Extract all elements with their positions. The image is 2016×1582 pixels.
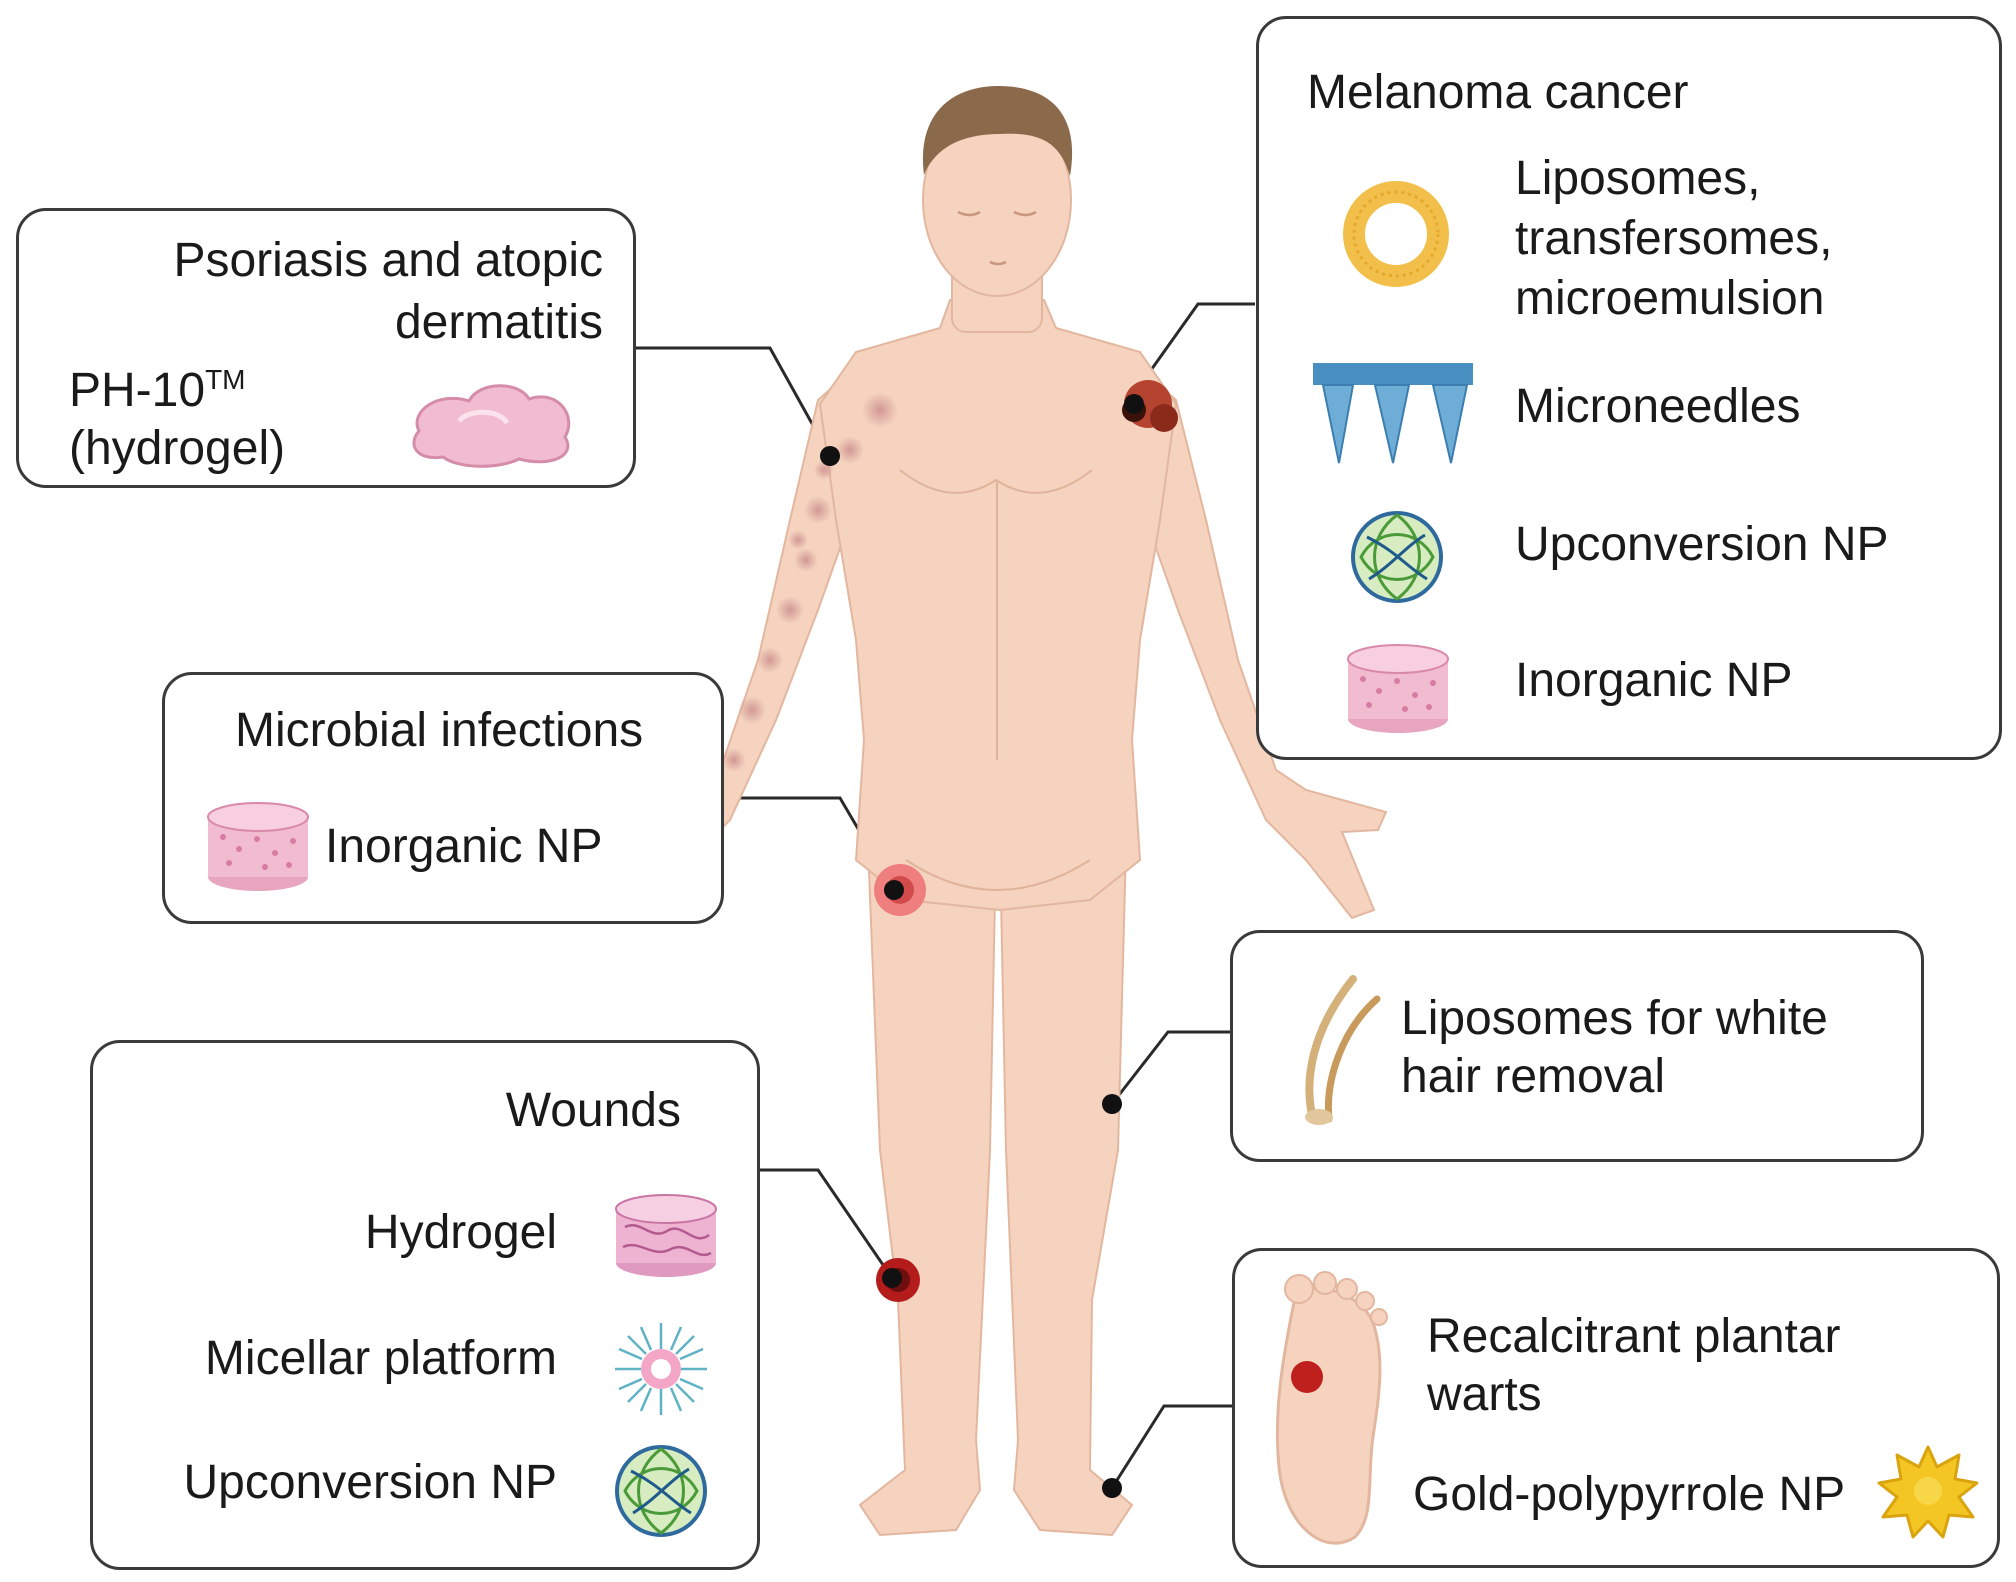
gold-polypyrrole-np-icon xyxy=(1877,1445,1979,1539)
melanoma-item-1-line3: microemulsion xyxy=(1515,272,1825,325)
warts-item: Gold-polypyrrole NP xyxy=(1413,1468,1846,1521)
hydrogel-icon xyxy=(615,1194,717,1277)
psoriasis-item-line1: PH-10TM xyxy=(69,361,246,421)
torso-contours xyxy=(899,469,1093,891)
psoriasis-item-line2: (hydrogel) xyxy=(69,422,286,475)
left-leg xyxy=(858,845,998,1537)
warts-box: Recalcitrant plantar warts Gold-polypyrr… xyxy=(1232,1248,2000,1568)
melanoma-item-3: Upconversion NP xyxy=(1515,518,1889,571)
wounds-item-2: Micellar platform xyxy=(204,1332,557,1385)
hydrogel-blob-icon xyxy=(412,384,571,468)
trademark-sup: TM xyxy=(205,364,246,395)
microneedle-icon xyxy=(1313,363,1473,464)
connector-warts xyxy=(1110,1404,1232,1489)
connector-melanoma xyxy=(1132,302,1255,395)
melanoma-title: Melanoma cancer xyxy=(1307,66,1689,119)
micelle-icon xyxy=(615,1323,707,1415)
melanoma-item-1-line1: Liposomes, xyxy=(1515,152,1761,205)
wounds-item-1: Hydrogel xyxy=(364,1206,557,1259)
wounds-title: Wounds xyxy=(505,1084,681,1137)
microbial-item: Inorganic NP xyxy=(325,820,603,873)
inorganic-np-icon xyxy=(207,802,309,891)
microbial-box: Microbial infections Inorganic NP xyxy=(162,672,724,924)
hair-line2: hair removal xyxy=(1401,1050,1666,1103)
connector-psoriasis xyxy=(632,346,832,457)
liposome-icon xyxy=(1343,181,1449,287)
melanoma-item-2: Microneedles xyxy=(1515,380,1801,433)
upconversion-np-icon xyxy=(615,1445,707,1537)
hair-strand-icon xyxy=(1305,975,1381,1125)
inorganic-np-icon xyxy=(1347,644,1449,733)
melanoma-item-1-line2: transfersomes, xyxy=(1515,212,1833,265)
psoriasis-box: Psoriasis and atopic dermatitis PH-10TM … xyxy=(16,208,636,488)
face xyxy=(957,210,1037,266)
marker-dots xyxy=(820,394,1144,1498)
psoriasis-title-line1: Psoriasis and atopic xyxy=(173,234,603,287)
connector-hair xyxy=(1110,1030,1230,1105)
melanoma-box: Melanoma cancer Liposomes, transfersomes… xyxy=(1256,16,2002,760)
warts-line1: Recalcitrant plantar xyxy=(1427,1310,1841,1363)
wounds-item-3: Upconversion NP xyxy=(183,1456,558,1509)
warts-line2: warts xyxy=(1427,1368,1542,1421)
connector-lines xyxy=(632,302,1255,1489)
hair-removal-box: Liposomes for white hair removal xyxy=(1230,930,1924,1162)
right-arm xyxy=(1114,368,1388,920)
hair xyxy=(922,86,1073,176)
psoriasis-title-line2: dermatitis xyxy=(394,296,603,349)
melanoma-item-4: Inorganic NP xyxy=(1515,654,1793,707)
psoriasis-rash xyxy=(722,392,898,772)
foot-sole-icon xyxy=(1275,1271,1388,1545)
right-leg xyxy=(998,845,1134,1537)
upconversion-np-icon xyxy=(1351,511,1443,603)
hair-line1: Liposomes for white xyxy=(1401,992,1828,1045)
ph10-label: PH-10 xyxy=(69,364,206,417)
wounds-box: Wounds Hydrogel Micellar platform Upc xyxy=(90,1040,760,1570)
connector-wounds xyxy=(756,1168,894,1279)
microbial-title: Microbial infections xyxy=(235,704,644,757)
